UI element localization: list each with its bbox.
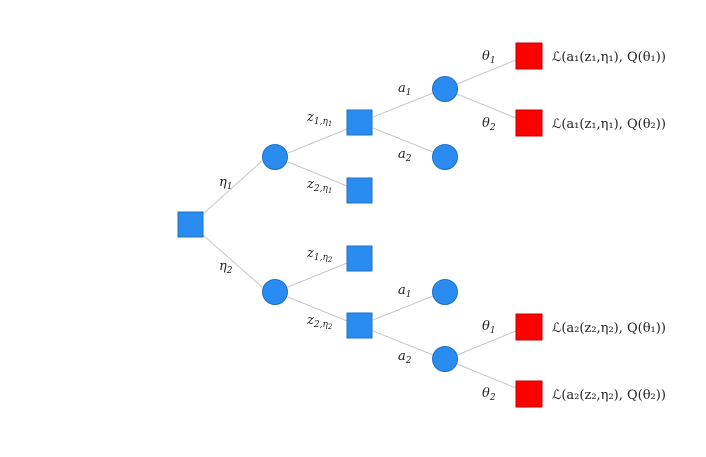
chance-node-eta1 [262,144,288,170]
chance-node-eta2 [262,279,288,305]
terminal-node-1 [515,42,543,70]
decision-node-z1-eta2 [346,245,373,272]
tree-nodes [177,42,543,408]
chance-node-a1-top [432,76,458,102]
edge-eta1-z1 [287,128,348,154]
decision-node-z2-eta2 [346,312,373,339]
edge-a2-theta2 [456,363,517,389]
chance-node-a2-top [432,144,458,170]
terminal-node-3 [515,313,543,341]
edge-z1-a2 [372,127,434,153]
edge-z2b-a1 [372,295,434,321]
edge-eta1-z2 [287,161,348,187]
terminal-node-2 [515,109,543,137]
edge-a1-theta2 [456,93,517,119]
label-eta1: η1 [219,175,233,192]
payoff-3: ℒ(a₂(z₂,η₂), Q(θ₁)) [552,321,666,336]
label-z2-eta2: z2,η2 [306,313,333,331]
root-decision-node [177,211,204,238]
edge-root-eta2 [202,234,263,288]
edge-root-eta1 [202,160,263,215]
payoff-labels: ℒ(a₁(z₁,η₁), Q(θ₁)) ℒ(a₁(z₁,η₁), Q(θ₂)) … [552,50,666,403]
label-theta1-bottom: θ1 [482,319,496,336]
label-a1-bottom: a1 [398,283,412,300]
label-z1-eta2: z1,η2 [306,246,333,264]
edge-labels: η1 η2 z1,η1 z2,η1 z1,η2 z2,η2 a1 a2 a1 a… [219,49,496,403]
label-z2-eta1: z2,η1 [306,177,332,195]
tree-edges [202,59,517,389]
edge-z2b-a2 [372,330,434,356]
edge-z1-a1 [372,92,434,118]
label-a2-top: a2 [398,147,412,164]
edge-eta2-z1 [287,262,348,288]
payoff-4: ℒ(a₂(z₂,η₂), Q(θ₂)) [552,388,666,403]
decision-node-z1-eta1 [346,109,373,136]
label-theta1-top: θ1 [482,49,496,66]
edge-eta2-z2 [287,296,348,322]
payoff-2: ℒ(a₁(z₁,η₁), Q(θ₂)) [552,117,666,132]
decision-node-z2-eta1 [346,177,373,204]
label-z1-eta1: z1,η1 [306,110,332,128]
label-a2-bottom: a2 [398,349,412,366]
chance-node-a1-bottom [432,279,458,305]
label-theta2-bottom: θ2 [482,386,496,403]
edge-a2-theta1 [456,330,517,356]
terminal-node-4 [515,380,543,408]
label-theta2-top: θ2 [482,116,496,133]
label-a1-top: a1 [398,81,412,98]
edge-a1-theta1 [456,59,517,85]
chance-node-a2-bottom [432,346,458,372]
label-eta2: η2 [219,259,233,276]
payoff-1: ℒ(a₁(z₁,η₁), Q(θ₁)) [552,50,666,65]
